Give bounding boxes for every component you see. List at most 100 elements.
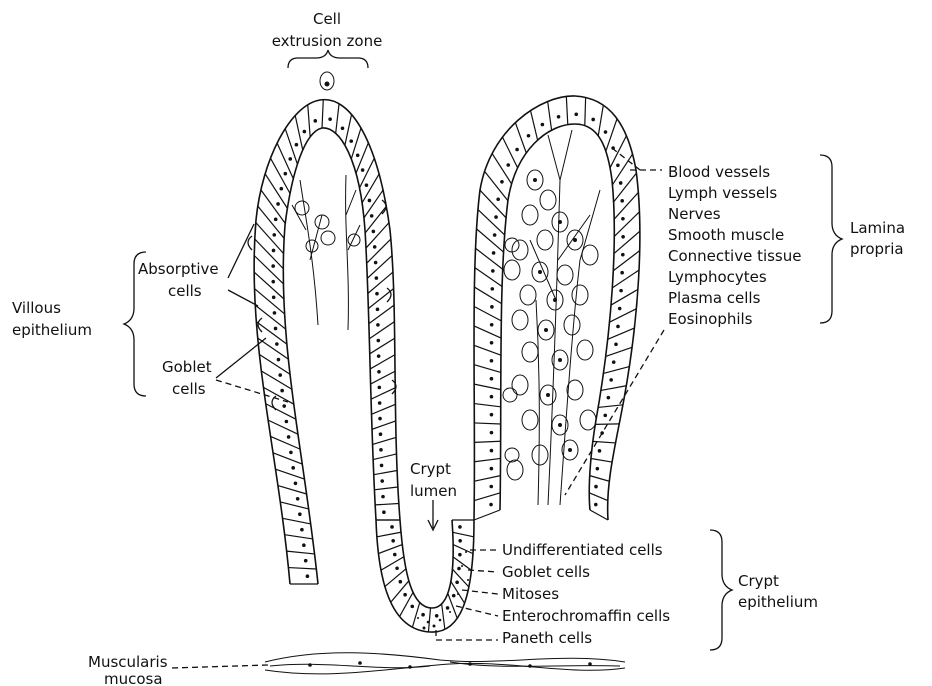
cell-boundary bbox=[611, 289, 638, 305]
cell-boundary bbox=[613, 251, 639, 271]
cell-nucleus bbox=[490, 431, 494, 435]
lamina-cell bbox=[503, 388, 517, 402]
cell-nucleus bbox=[494, 215, 498, 219]
cell-boundary bbox=[273, 453, 302, 464]
cell-nucleus bbox=[455, 580, 459, 584]
cell-boundary bbox=[377, 532, 401, 537]
cell-boundary bbox=[606, 347, 632, 356]
crypt-epithelium-label-line1: Crypt bbox=[738, 572, 779, 590]
muscularis-mucosa bbox=[265, 653, 625, 674]
cell-nucleus bbox=[620, 271, 624, 275]
goblet-cell-notch bbox=[387, 288, 391, 302]
cell-boundary bbox=[336, 104, 339, 134]
cell-boundary bbox=[610, 136, 626, 168]
cell-nucleus bbox=[375, 276, 379, 280]
cell-boundary bbox=[474, 423, 500, 424]
cell-nucleus bbox=[568, 448, 572, 452]
left-villus bbox=[248, 72, 400, 584]
crypt-item-undifferentiated-cells: Undifferentiated cells bbox=[502, 541, 663, 559]
cell-nucleus bbox=[621, 217, 625, 221]
lamina-cell bbox=[557, 265, 573, 285]
lamina-cell bbox=[504, 260, 520, 280]
cell-boundary bbox=[589, 493, 608, 501]
lamina-cell bbox=[582, 245, 598, 265]
lamina-cell bbox=[522, 410, 538, 430]
cell-boundary bbox=[474, 345, 501, 355]
cell-boundary bbox=[474, 326, 501, 338]
cell-nucleus bbox=[275, 342, 279, 346]
villus-core-vessel bbox=[292, 180, 322, 325]
cell-boundary bbox=[451, 581, 465, 603]
lamina-item-plasma-cells: Plasma cells bbox=[668, 289, 761, 307]
cell-nucleus bbox=[341, 126, 345, 130]
cell-nucleus bbox=[365, 183, 369, 187]
cell-boundary bbox=[254, 289, 284, 314]
cell-nucleus bbox=[603, 414, 607, 418]
cell-nucleus bbox=[303, 130, 307, 134]
cell-nucleus bbox=[609, 378, 613, 382]
lamina-cell bbox=[505, 448, 519, 462]
cell-boundary bbox=[375, 504, 399, 505]
cell-boundary bbox=[453, 545, 473, 554]
crypt-epithelium-components: Undifferentiated cells Goblet cells Mito… bbox=[502, 541, 670, 647]
cell-nucleus bbox=[376, 339, 380, 343]
cell-boundary bbox=[566, 96, 567, 124]
cell-nucleus bbox=[376, 323, 380, 327]
cell-nucleus bbox=[381, 495, 385, 499]
cell-boundary bbox=[351, 128, 361, 159]
cell-nucleus bbox=[489, 503, 493, 507]
cell-nucleus bbox=[452, 594, 456, 598]
cell-nucleus bbox=[379, 432, 383, 436]
cell-nucleus bbox=[280, 187, 284, 191]
cell-nucleus bbox=[280, 389, 284, 393]
cell-nucleus bbox=[506, 163, 510, 167]
cell-boundary bbox=[373, 454, 396, 460]
cell-boundary bbox=[474, 404, 500, 407]
cell-nucleus bbox=[288, 157, 292, 161]
cell-nucleus bbox=[621, 253, 625, 257]
cell-boundary bbox=[485, 171, 508, 200]
cell-nucleus bbox=[421, 613, 425, 617]
cell-nucleus bbox=[490, 323, 494, 327]
cell-boundary bbox=[372, 437, 396, 444]
brace-extrusion-zone bbox=[288, 50, 368, 68]
cell-nucleus bbox=[274, 218, 278, 222]
cell-nucleus bbox=[285, 420, 289, 424]
extruded-cell bbox=[320, 72, 334, 90]
lamina-propria-label-line2: propria bbox=[850, 240, 904, 258]
lamina-item-connective-tissue: Connective tissue bbox=[668, 247, 801, 265]
lamina-item-blood-vessels: Blood vessels bbox=[668, 163, 770, 181]
cell-nucleus bbox=[276, 202, 280, 206]
cell-boundary bbox=[477, 229, 504, 252]
cell-boundary bbox=[254, 256, 283, 284]
brace-crypt-epithelium bbox=[710, 530, 732, 650]
cell-nucleus bbox=[619, 181, 623, 185]
cell-nucleus bbox=[489, 485, 493, 489]
cell-boundary bbox=[474, 441, 500, 442]
cell-boundary bbox=[288, 568, 316, 569]
crypt-lumen-label-line2: lumen bbox=[410, 482, 457, 500]
cell-boundary bbox=[591, 458, 612, 462]
cell-boundary bbox=[381, 557, 404, 570]
cell-nucleus bbox=[492, 251, 496, 255]
cell-nucleus bbox=[544, 328, 548, 332]
cell-boundary bbox=[268, 420, 298, 434]
cell-boundary bbox=[608, 328, 635, 339]
lamina-cell bbox=[532, 445, 548, 465]
cell-boundary bbox=[280, 502, 308, 509]
cell-nucleus bbox=[457, 567, 461, 571]
cell-nucleus bbox=[393, 553, 397, 557]
cell-boundary bbox=[385, 569, 406, 587]
cell-nucleus bbox=[490, 377, 494, 381]
cell-boundary bbox=[601, 386, 626, 391]
cell-nucleus bbox=[382, 510, 386, 514]
cell-boundary bbox=[255, 305, 285, 329]
villous-label-line1: Villous bbox=[12, 299, 61, 317]
cell-boundary bbox=[255, 239, 284, 269]
cell-nucleus bbox=[380, 464, 384, 468]
cell-nucleus bbox=[278, 373, 282, 377]
cell-nucleus bbox=[399, 580, 403, 584]
cell-boundary bbox=[474, 510, 500, 520]
cell-nucleus bbox=[378, 401, 382, 405]
cell-boundary bbox=[612, 154, 632, 185]
